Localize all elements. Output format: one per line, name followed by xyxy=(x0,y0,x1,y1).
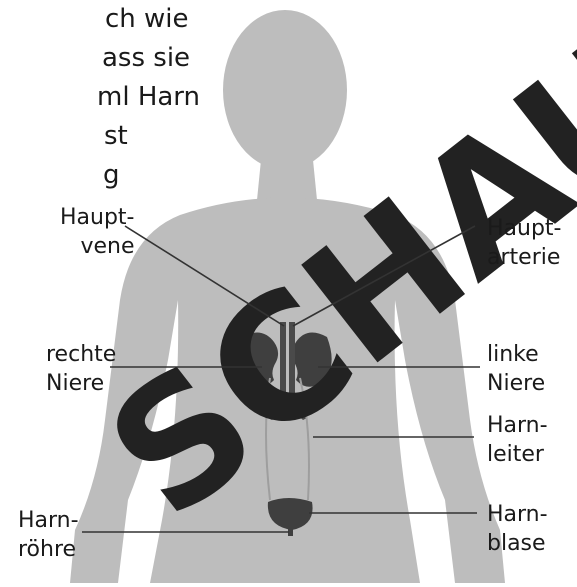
intro-line-1: ch wie xyxy=(105,0,200,39)
label-harnroehre-line-1: Harn- xyxy=(18,506,79,535)
label-linke-niere: linke Niere xyxy=(487,340,545,398)
label-harnleiter: Harn- leiter xyxy=(487,411,548,469)
label-hauptvene-line-1: Haupt- xyxy=(60,203,135,232)
label-harnblase: Harn- blase xyxy=(487,500,548,558)
label-rechte-niere: rechte Niere xyxy=(46,340,116,398)
label-hauptarterie-line-1: Haupt- xyxy=(487,214,562,243)
label-harnroehre-line-2: röhre xyxy=(18,535,79,564)
label-rechte-niere-line-1: rechte xyxy=(46,340,116,369)
label-hauptvene-line-2: vene xyxy=(60,232,135,261)
label-rechte-niere-line-2: Niere xyxy=(46,369,116,398)
label-hauptarterie-line-2: arterie xyxy=(487,243,562,272)
label-linke-niere-line-2: Niere xyxy=(487,369,545,398)
label-harnroehre: Harn- röhre xyxy=(18,506,79,564)
intro-paragraph: ch wie ass sie ml Harn st g xyxy=(0,0,200,195)
label-harnleiter-line-1: Harn- xyxy=(487,411,548,440)
intro-line-5: g xyxy=(103,156,200,195)
intro-line-3: ml Harn xyxy=(97,78,200,117)
label-hauptvene: Haupt- vene xyxy=(60,203,135,261)
intro-line-2: ass sie xyxy=(102,39,200,78)
label-linke-niere-line-1: linke xyxy=(487,340,545,369)
label-harnleiter-line-2: leiter xyxy=(487,440,548,469)
label-hauptarterie: Haupt- arterie xyxy=(487,214,562,272)
label-harnblase-line-1: Harn- xyxy=(487,500,548,529)
intro-line-4: st xyxy=(104,117,200,156)
label-harnblase-line-2: blase xyxy=(487,529,548,558)
